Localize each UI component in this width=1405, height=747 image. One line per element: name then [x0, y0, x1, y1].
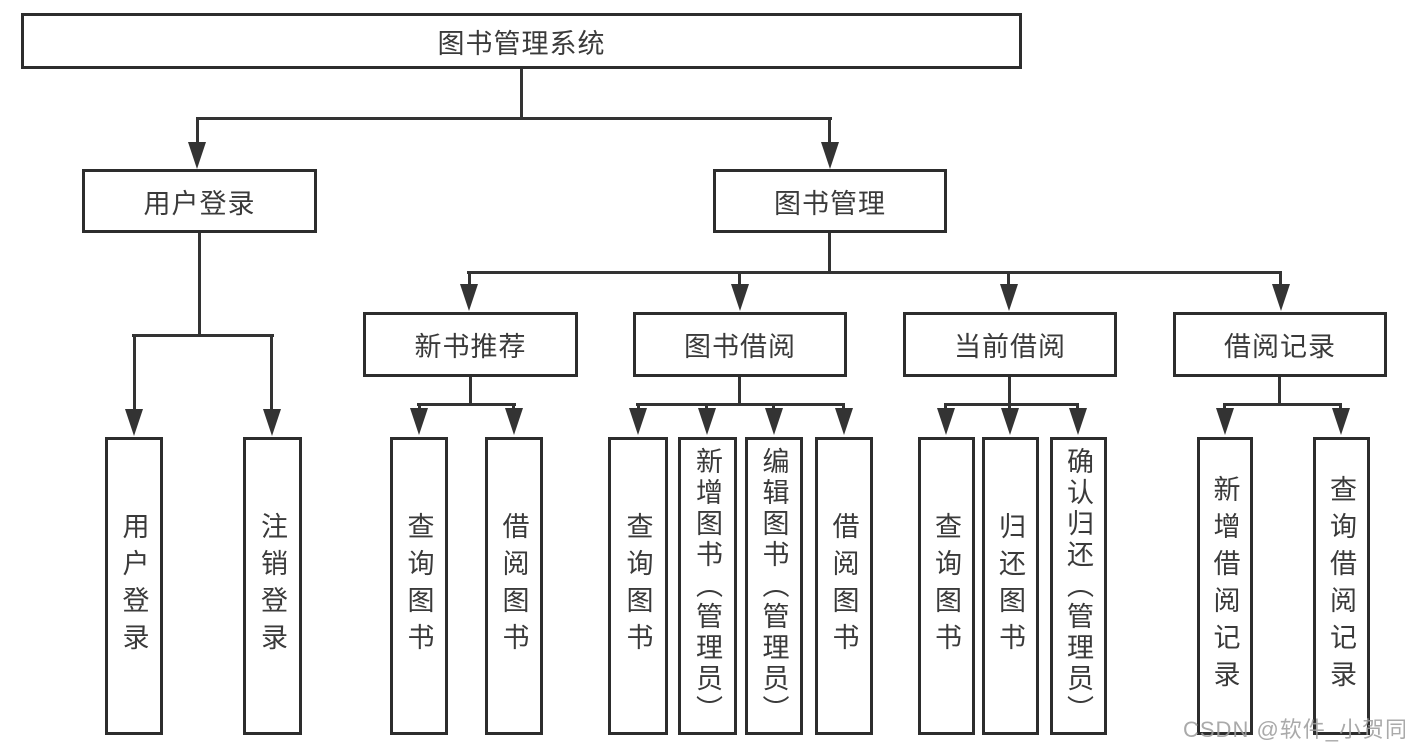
connector-line: [738, 271, 741, 286]
connector-line: [637, 403, 640, 411]
connector-line: [467, 271, 1282, 274]
arrow-down-icon: [765, 408, 783, 435]
connector-line: [512, 403, 515, 411]
connector-line: [270, 334, 273, 411]
connector-line: [1076, 403, 1079, 411]
connector-line: [520, 68, 523, 119]
arrow-down-icon: [1332, 408, 1350, 435]
connector-line: [828, 117, 831, 144]
connector-line: [1008, 377, 1011, 406]
leaf-user-login: 用户登录: [105, 437, 163, 735]
leaf-return-books: 归还图书: [982, 437, 1039, 735]
arrow-down-icon: [460, 284, 478, 311]
connector-line: [842, 403, 845, 411]
leaf-logout: 注销登录: [243, 437, 302, 735]
connector-line: [1223, 403, 1226, 411]
connector-line: [705, 403, 708, 411]
arrow-down-icon: [1001, 408, 1019, 435]
arrow-down-icon: [125, 409, 143, 436]
connector-line: [133, 334, 136, 411]
connector-line: [944, 403, 1079, 406]
leaf-query-books-current: 查询图书: [918, 437, 975, 735]
arrow-down-icon: [1272, 284, 1290, 311]
node-library-management-system: 图书管理系统: [21, 13, 1022, 69]
leaf-query-books-recommend: 查询图书: [390, 437, 448, 735]
connector-line: [418, 403, 421, 411]
node-borrowing-records: 借阅记录: [1173, 312, 1387, 377]
connector-line: [417, 403, 516, 406]
csdn-watermark: CSDN @软件_小贺同学: [1183, 717, 1405, 742]
connector-line: [1278, 377, 1281, 406]
node-new-book-recommendation: 新书推荐: [363, 312, 578, 377]
node-current-borrowing: 当前借阅: [903, 312, 1117, 377]
leaf-query-books-borrowing: 查询图书: [608, 437, 668, 735]
node-book-management: 图书管理: [713, 169, 947, 233]
leaf-query-borrow-record: 查询借阅记录: [1313, 437, 1370, 735]
leaf-add-borrow-record: 新增借阅记录: [1197, 437, 1253, 735]
leaf-confirm-return-admin: 确认归还（管理员）: [1050, 437, 1107, 735]
arrow-down-icon: [698, 408, 716, 435]
arrow-down-icon: [1069, 408, 1087, 435]
leaf-borrow-books: 借阅图书: [815, 437, 873, 735]
arrow-down-icon: [263, 409, 281, 436]
connector-line: [828, 233, 831, 274]
arrow-down-icon: [505, 408, 523, 435]
arrow-down-icon: [629, 408, 647, 435]
leaf-edit-book-admin: 编辑图书（管理员）: [745, 437, 803, 735]
connector-line: [1339, 403, 1342, 411]
arrow-down-icon: [821, 142, 839, 169]
arrow-down-icon: [410, 408, 428, 435]
connector-line: [196, 117, 199, 144]
connector-line: [198, 233, 201, 336]
connector-line: [469, 377, 472, 406]
connector-line: [738, 377, 741, 406]
connector-line: [468, 271, 471, 286]
leaf-borrow-books-recommend: 借阅图书: [485, 437, 543, 735]
node-book-borrowing: 图书借阅: [633, 312, 847, 377]
node-user-login: 用户登录: [82, 169, 317, 233]
leaf-add-book-admin: 新增图书（管理员）: [678, 437, 737, 735]
arrow-down-icon: [731, 284, 749, 311]
connector-line: [1007, 271, 1010, 286]
connector-line: [1008, 403, 1011, 411]
connector-line: [636, 403, 845, 406]
connector-line: [1224, 403, 1342, 406]
arrow-down-icon: [937, 408, 955, 435]
arrow-down-icon: [188, 142, 206, 169]
connector-line: [944, 403, 947, 411]
connector-line: [196, 117, 832, 120]
arrow-down-icon: [1216, 408, 1234, 435]
connector-line: [1279, 271, 1282, 286]
arrow-down-icon: [835, 408, 853, 435]
arrow-down-icon: [1000, 284, 1018, 311]
connector-line: [132, 334, 274, 337]
connector-line: [772, 403, 775, 411]
